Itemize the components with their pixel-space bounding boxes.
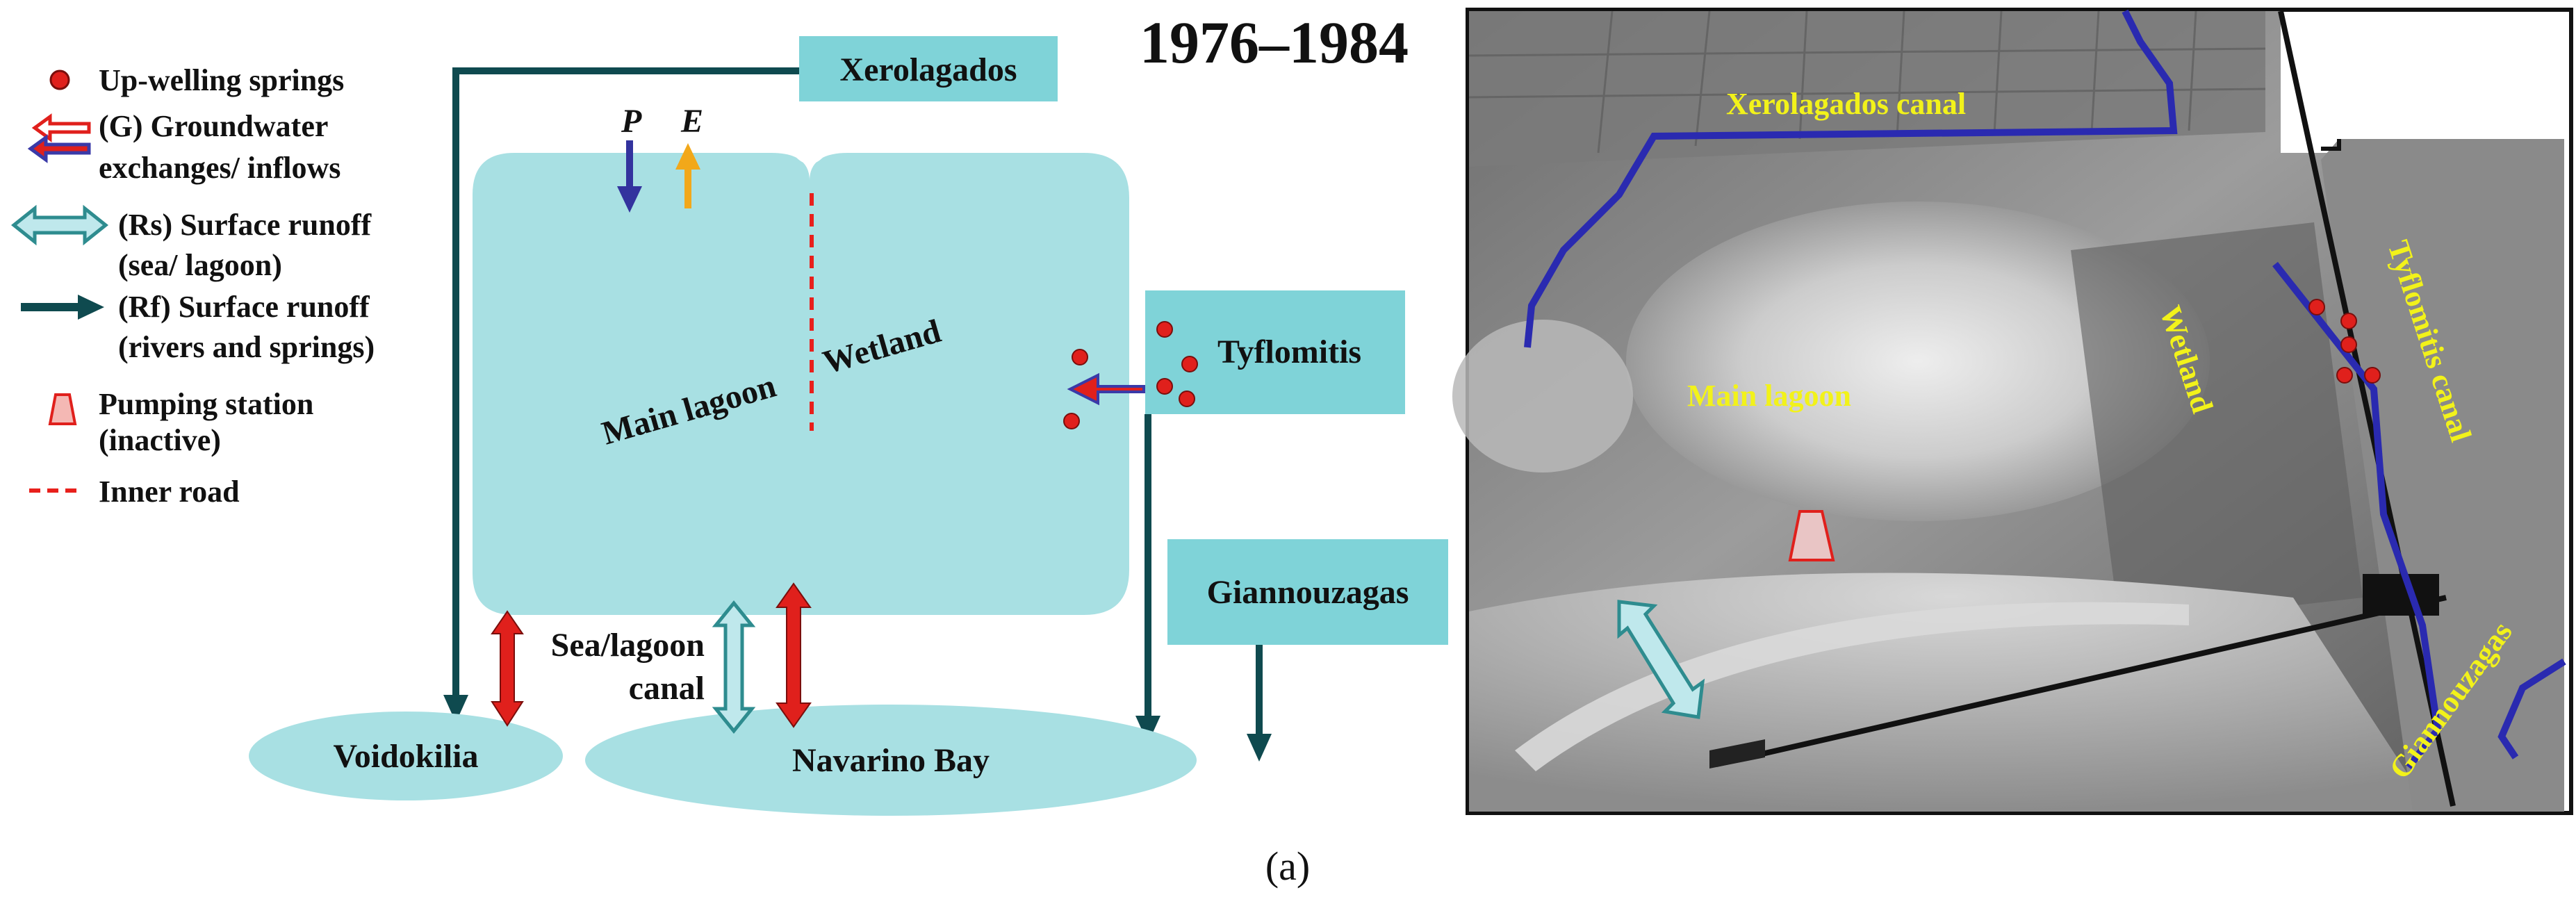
photo-pumping-station-icon <box>1788 510 1835 561</box>
period-title: 1976–1984 <box>1140 9 1409 76</box>
spring-dot <box>1156 321 1173 338</box>
xerolagados-runoff-arrowhead <box>443 695 468 723</box>
xerolagados-box <box>799 36 1058 101</box>
canal-label-2: canal <box>629 670 705 707</box>
photo-sea-lagoon-double-arrow-icon <box>1617 600 1705 719</box>
canal-label-1: Sea/lagoon <box>551 627 705 664</box>
river-arrow-icon <box>21 295 104 320</box>
photo-spring-dot <box>2336 367 2353 384</box>
navarino-bay-label: Navarino Bay <box>792 742 990 779</box>
photo-label-main-lagoon: Main lagoon <box>1687 379 1851 413</box>
legend-label-rs-2: (sea/ lagoon) <box>118 248 282 282</box>
tyflomitis-runoff-arrowhead <box>1135 716 1160 743</box>
legend-label-road: Inner road <box>99 475 240 509</box>
xerolagados-label: Xerolagados <box>839 51 1017 88</box>
navarino-bay-ellipse <box>585 705 1197 816</box>
legend-label-springs: Up-welling springs <box>99 63 344 97</box>
giannouzagas-runoff-arrowhead <box>1247 734 1272 762</box>
legend-label-groundwater-2: exchanges/ inflows <box>99 151 341 185</box>
spring-dot-icon <box>49 69 70 90</box>
figure-caption: (a) <box>1265 844 1310 889</box>
photo-spring-dot <box>2340 336 2357 353</box>
groundwater-exchange-navarino-icon <box>776 582 812 728</box>
xerolagados-canal-line <box>1524 9 2178 348</box>
aerial-photo: Xerolagados canal Main lagoon Wetland Ty… <box>1452 8 2573 815</box>
giannouzagas-canal-line <box>2497 658 2566 759</box>
xerolagados-runoff-line <box>452 67 799 703</box>
evaporation-label: E <box>680 103 703 140</box>
tyflomitis-label: Tyflomitis <box>1217 334 1361 370</box>
spring-dot <box>1156 378 1173 395</box>
wetland-compartment <box>810 153 1129 615</box>
photo-spring-dot <box>2364 367 2381 384</box>
photo-spring-dot <box>2308 299 2325 315</box>
legend-label-rs-1: (Rs) Surface runoff <box>118 208 372 242</box>
voidokilia-ellipse <box>249 712 563 800</box>
legend-label-rf-2: (rivers and springs) <box>118 330 375 364</box>
precipitation-label: P <box>621 103 642 140</box>
groundwater-double-arrow-icon <box>27 113 91 163</box>
tyflomitis-canal-line <box>2272 261 2442 770</box>
voidokilia-label: Voidokilia <box>334 738 479 775</box>
spring-dot <box>1181 356 1198 372</box>
giannouzagas-box <box>1167 539 1448 645</box>
groundwater-inflow-arrow-icon <box>1067 372 1145 406</box>
legend-label-pump-2: (inactive) <box>99 423 221 457</box>
sea-lagoon-canal-double-arrow-icon <box>712 600 756 734</box>
precipitation-arrow-icon <box>617 140 642 213</box>
legend-label-pump-1: Pumping station <box>99 387 313 421</box>
spring-dot <box>1063 413 1080 429</box>
compartment-notch <box>792 153 827 164</box>
spring-dot <box>1179 391 1195 407</box>
surface-runoff-double-arrow-icon <box>10 204 109 246</box>
spring-dot <box>1072 349 1088 365</box>
photo-spring-dot <box>2340 313 2357 329</box>
photo-label-xerolagados-canal: Xerolagados canal <box>1726 87 1966 121</box>
giannouzagas-label: Giannouzagas <box>1207 574 1409 611</box>
main-lagoon-compartment <box>473 153 810 615</box>
groundwater-exchange-voidokilia-icon <box>491 610 524 727</box>
legend-label-rf-1: (Rf) Surface runoff <box>118 290 370 324</box>
legend: Up-welling springs (G) Groundwater excha… <box>10 63 375 509</box>
legend-label-groundwater-1: (G) Groundwater <box>99 109 328 143</box>
pumping-station-icon <box>48 393 77 425</box>
evaporation-arrow-icon <box>675 143 700 208</box>
